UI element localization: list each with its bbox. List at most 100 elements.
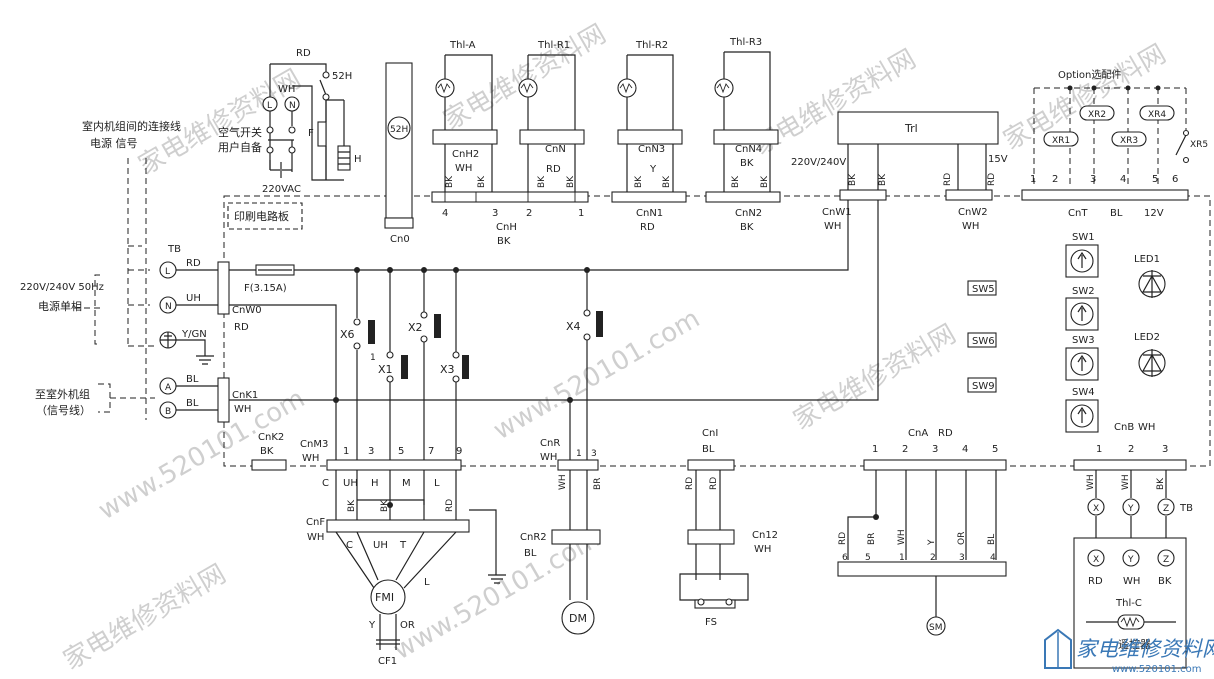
cnr-label: CnR	[540, 438, 560, 449]
cnw0-label: CnW0	[232, 305, 262, 316]
outdoor-label: 至室外机组	[35, 387, 90, 401]
cn-pin-4: 4	[442, 208, 448, 219]
cnm3-pin-3: 3	[368, 446, 374, 457]
rc-color-wh: WH	[1123, 576, 1140, 587]
option-title: Option选配件	[1058, 68, 1121, 81]
cf1-label: CF1	[378, 656, 397, 667]
cnt-label: CnT	[1068, 208, 1088, 219]
xr1-label: XR1	[1052, 136, 1070, 146]
cnr-color: WH	[540, 452, 557, 463]
thl-r3-color: BK	[740, 158, 754, 169]
sw6-label: SW6	[972, 336, 995, 347]
thl-a-color: WH	[455, 163, 472, 174]
trl-bk1: BK	[848, 173, 858, 186]
swing-motor: CnA RD 1 2 3 4 5 RD BR WH Y OR BL 6 5 1 …	[837, 428, 1007, 636]
cnb-pin-1: 1	[1096, 444, 1102, 455]
watermark: www.520101.com	[94, 384, 311, 526]
terminal-b-label: B	[165, 407, 171, 417]
xr2-label: XR2	[1088, 110, 1106, 120]
terminal-l-label: L	[165, 267, 170, 277]
relay-x1-label: X1	[378, 363, 393, 376]
fuse-label: F(3.15A)	[244, 283, 287, 294]
sm-pin-3: 3	[959, 553, 965, 563]
rc-tb-label: TB	[1179, 503, 1193, 514]
cnm3-pin-9: 9	[456, 446, 462, 457]
motor52-label: 52H	[390, 125, 408, 135]
thl-r3-bk2: BK	[760, 175, 770, 188]
top-n-label: N	[289, 101, 296, 111]
dm-name: DM	[569, 612, 587, 625]
sm-wire-y: Y	[927, 539, 937, 546]
cnm3-color: WH	[302, 453, 319, 464]
fs-wire-rd1: RD	[685, 477, 695, 490]
sm-pin-4: 4	[990, 553, 996, 563]
cnr-pin-1: 1	[576, 449, 582, 459]
fm-lead-or: OR	[400, 620, 415, 631]
cna-pin-1: 1	[872, 444, 878, 455]
top-l-label: L	[267, 101, 272, 111]
thl-r1-label: Thl-R1	[537, 40, 570, 51]
fs-name: FS	[705, 617, 717, 628]
sm-pin-6: 6	[842, 553, 848, 563]
fm-wire-h: H	[371, 478, 379, 489]
fm-lead-uh: UH	[373, 540, 388, 551]
top-52h-label: 52H	[332, 71, 352, 82]
power-signal-label: 电源 信号	[90, 136, 138, 150]
sw5-label: SW5	[972, 284, 995, 295]
fm-lead-l: L	[424, 577, 430, 588]
relay-x2: X2	[408, 270, 441, 460]
rc-tb-z: Z	[1163, 504, 1169, 514]
signal-line-label: （信号线）	[36, 403, 91, 417]
sw3-label: SW3	[1072, 335, 1095, 346]
cn-pin-1: 1	[578, 208, 584, 219]
thl-r3-cn: CnN4	[735, 144, 762, 155]
watermark: www.520101.com	[389, 524, 606, 666]
cna-label: CnA	[908, 428, 928, 439]
cnm3-pin-7: 7	[428, 446, 434, 457]
cnm3-label: CnM3	[300, 439, 328, 450]
sm-name: SM	[929, 623, 942, 633]
remote-controller: CnB WH 1 2 3 WH WH BK X Y Z TB X Y Z RD …	[1073, 422, 1193, 669]
sw4-label: SW4	[1072, 387, 1095, 398]
terminal-a-label: A	[165, 383, 172, 393]
top-h-label: H	[354, 154, 362, 165]
cn12-label: Cn12	[752, 530, 778, 541]
rc-name: 遥控器	[1118, 637, 1151, 651]
relay-x2-label: X2	[408, 321, 423, 334]
cnb-color: WH	[1138, 422, 1155, 433]
cna-pin-5: 5	[992, 444, 998, 455]
cnm3-pin-5: 5	[398, 446, 404, 457]
fm-name: FMI	[375, 591, 394, 604]
supply-label: 220V/240V 50Hz	[20, 282, 104, 293]
thl-r1-cn: CnN	[545, 144, 566, 155]
thl-r3-bk1: BK	[731, 175, 741, 188]
thermistor-thl-r3: Thl-R3 CnN4 BK BK BK	[713, 37, 779, 192]
top-rd-label: RD	[296, 48, 311, 59]
bl-wire-label-b: BL	[186, 398, 199, 409]
cnf-label: CnF	[306, 517, 325, 528]
rc-wire-3: BK	[1156, 477, 1166, 490]
cnk2-label: CnK2	[258, 432, 284, 443]
rc-color-rd: RD	[1088, 576, 1103, 587]
trl-label: Trl	[904, 122, 918, 135]
rc-color-bk: BK	[1158, 576, 1172, 587]
cn-pin-3: 3	[492, 208, 498, 219]
cnw1-label: CnW1	[822, 207, 852, 218]
sm-pin-5: 5	[865, 553, 871, 563]
rc-thermistor-label: Thl-C	[1115, 598, 1142, 609]
rc-tb-y: Y	[1127, 504, 1134, 514]
opt-pin-3: 3	[1090, 174, 1096, 185]
cna-pin-2: 2	[902, 444, 908, 455]
user-supplied-label: 用户自备	[218, 140, 262, 154]
cna-pin-4: 4	[962, 444, 968, 455]
site-logo: 家电维修资料网 www.520101.com	[1044, 628, 1214, 675]
led1-label: LED1	[1134, 254, 1160, 265]
thl-a-bk2: BK	[477, 175, 487, 188]
sm-wire-wh: WH	[897, 529, 907, 545]
thl-a-label: Thl-A	[449, 40, 476, 51]
relay-x6-label: X6	[340, 328, 355, 341]
trl-input-label: 220V/240V	[791, 157, 846, 168]
thl-r1-bk2: BK	[566, 175, 576, 188]
xr4-label: XR4	[1148, 110, 1166, 120]
